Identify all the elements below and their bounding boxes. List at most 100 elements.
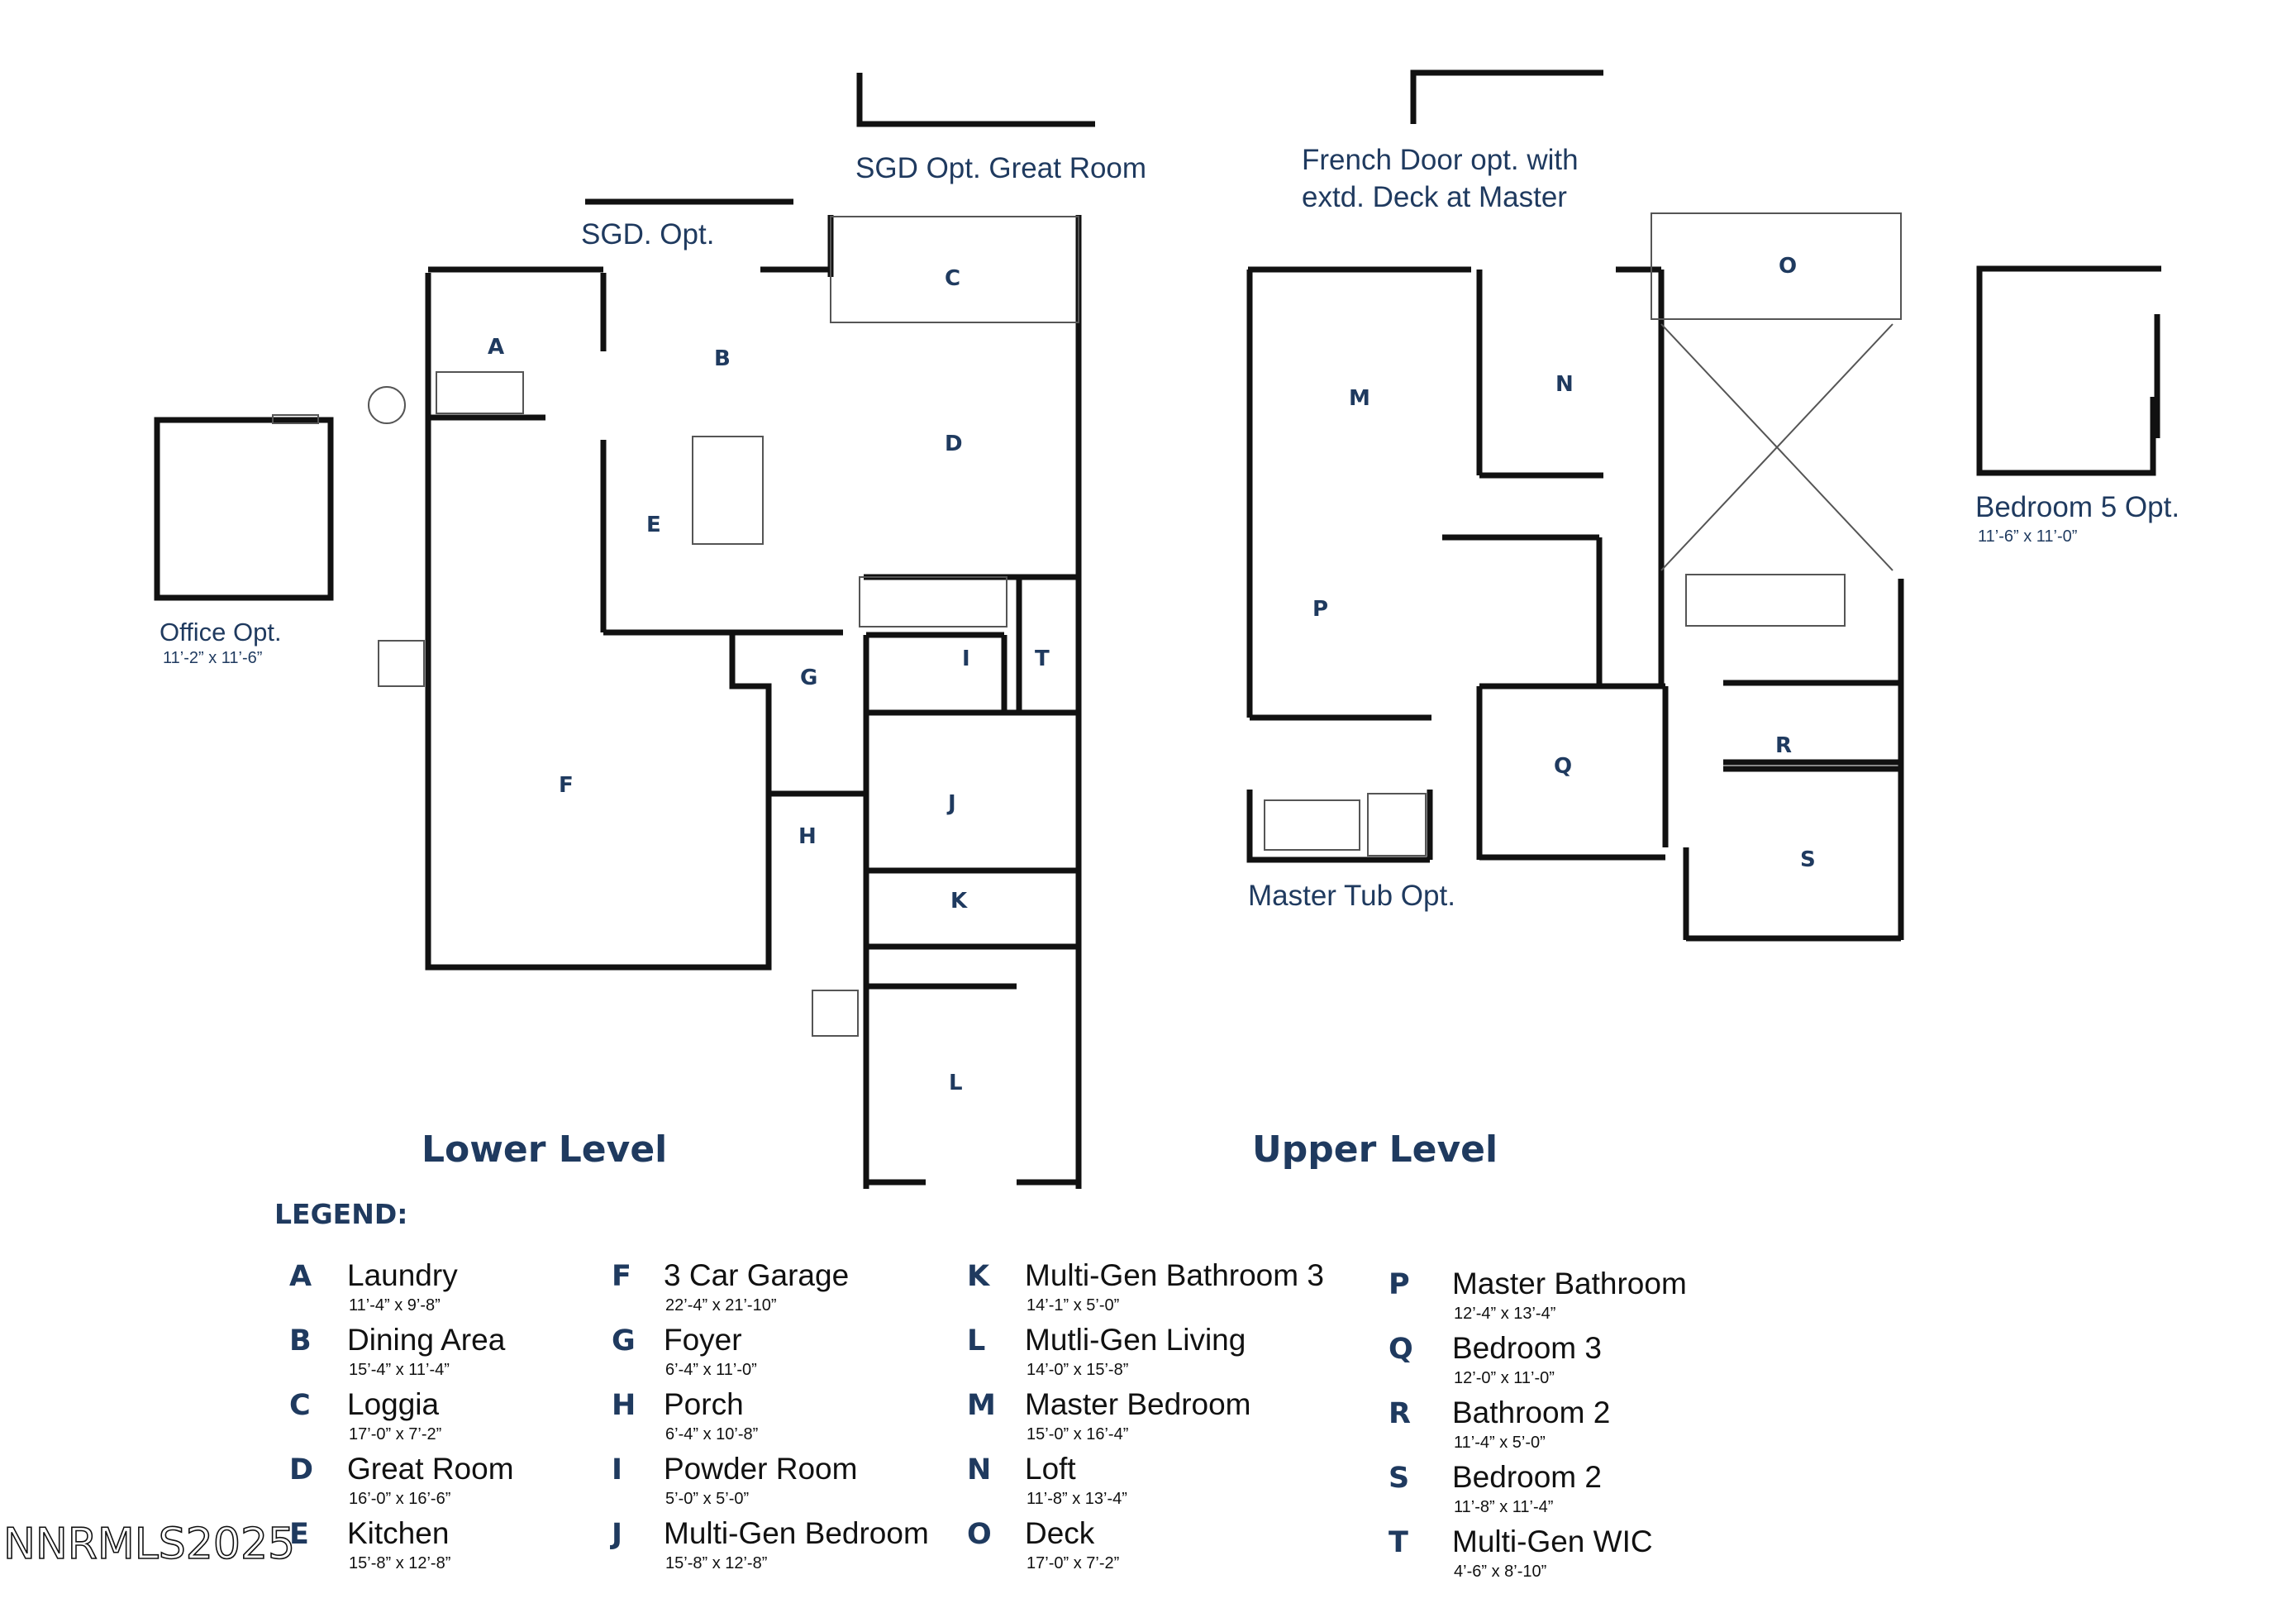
room-letter-l: L xyxy=(949,1071,963,1095)
room-letter-e: E xyxy=(646,513,661,537)
level-titles: Lower Level Upper Level xyxy=(422,1128,1498,1171)
legend-letter-k: K xyxy=(967,1260,991,1293)
room-letter-j: J xyxy=(946,791,956,816)
room-letter-r: R xyxy=(1775,733,1792,758)
legend-name-p: Master Bathroom xyxy=(1452,1267,1687,1300)
legend-letter-j: J xyxy=(610,1518,622,1551)
legend-dim-f: 22’-4” x 21’-10” xyxy=(665,1296,777,1315)
ac-unit-icon xyxy=(368,386,406,424)
legend-dim-n: 11’-8” x 13’-4” xyxy=(1027,1490,1127,1508)
upper-level-title: Upper Level xyxy=(1252,1128,1498,1171)
bedroom5-option-outline xyxy=(1976,265,2161,476)
legend-name-s: Bedroom 2 xyxy=(1452,1460,1602,1494)
legend-name-e: Kitchen xyxy=(347,1516,449,1550)
room-letter-d: D xyxy=(945,432,963,456)
french-door-label-line1: French Door opt. with xyxy=(1302,144,1579,176)
legend-name-k: Multi-Gen Bathroom 3 xyxy=(1025,1258,1324,1292)
legend-letter-t: T xyxy=(1389,1526,1408,1559)
room-letter-k: K xyxy=(950,889,968,914)
open-to-below-b xyxy=(1660,323,1893,571)
legend-dim-a: 11’-4” x 9’-8” xyxy=(349,1296,441,1315)
office-window xyxy=(272,414,319,424)
legend-letter-e: E xyxy=(289,1518,309,1551)
legend-name-h: Porch xyxy=(664,1387,744,1421)
room-letter-i: I xyxy=(962,647,970,671)
french-door-label-line2: extd. Deck at Master xyxy=(1302,181,1567,213)
legend-name-q: Bedroom 3 xyxy=(1452,1331,1602,1365)
legend-dim-s: 11’-8” x 11’-4” xyxy=(1454,1498,1553,1516)
legend-dim-d: 16’-0” x 16’-6” xyxy=(349,1490,450,1508)
legend-title: LEGEND: xyxy=(274,1198,407,1230)
master-shower xyxy=(1367,793,1427,856)
room-letter-g: G xyxy=(800,666,817,690)
legend-dim-m: 15’-0” x 16’-4” xyxy=(1027,1425,1128,1443)
legend-letter-p: P xyxy=(1389,1268,1410,1301)
legend-letter-d: D xyxy=(289,1453,313,1486)
room-letter-c: C xyxy=(945,266,960,291)
room-letter-t: T xyxy=(1035,647,1050,671)
master-tub-opt-label: Master Tub Opt. xyxy=(1248,880,1455,912)
legend-name-l: Mutli-Gen Living xyxy=(1025,1323,1246,1357)
legend-letter-f: F xyxy=(612,1260,631,1293)
legend-name-f: 3 Car Garage xyxy=(664,1258,849,1292)
multi-gen-step xyxy=(812,990,859,1037)
legend-letter-q: Q xyxy=(1389,1333,1413,1366)
legend-name-d: Great Room xyxy=(347,1452,514,1486)
legend-name-b: Dining Area xyxy=(347,1323,506,1357)
legend-dim-p: 12’-4” x 13’-4” xyxy=(1454,1305,1555,1323)
legend-name-a: Laundry xyxy=(347,1258,458,1292)
room-letter-q: Q xyxy=(1554,754,1572,779)
legend-dim-o: 17’-0” x 7’-2” xyxy=(1027,1554,1119,1572)
option-labels: SGD. Opt. SGD Opt. Great Room French Doo… xyxy=(160,144,2179,912)
legend-letter-i: I xyxy=(612,1453,622,1486)
room-letter-b: B xyxy=(714,346,731,371)
stairs-lower xyxy=(859,576,1007,627)
kitchen-island xyxy=(692,436,764,545)
room-letter-n: N xyxy=(1555,372,1574,397)
legend-name-i: Powder Room xyxy=(664,1452,857,1486)
loggia-outline xyxy=(830,216,1079,323)
legend-dim-j: 15’-8” x 12’-8” xyxy=(665,1554,767,1572)
office-opt-dimensions: 11’-2” x 11’-6” xyxy=(163,649,262,667)
sgd-great-room-label: SGD Opt. Great Room xyxy=(855,152,1146,184)
legend-letter-o: O xyxy=(967,1518,992,1551)
legend-dim-c: 17’-0” x 7’-2” xyxy=(349,1425,441,1443)
legend-dim-l: 14’-0” x 15’-8” xyxy=(1027,1361,1128,1379)
sgd-opt-label: SGD. Opt. xyxy=(581,218,714,251)
bedroom5-opt-label: Bedroom 5 Opt. xyxy=(1975,491,2179,523)
legend-name-r: Bathroom 2 xyxy=(1452,1396,1610,1429)
legend-letter-h: H xyxy=(612,1389,636,1422)
legend-dim-b: 15’-4” x 11’-4” xyxy=(349,1361,450,1379)
room-letters: A B C D E F G H I T J K L M N O P Q R S xyxy=(488,254,1816,1095)
legend-letter-n: N xyxy=(967,1453,991,1486)
legend-letter-a: A xyxy=(289,1260,312,1293)
master-tub xyxy=(1264,799,1360,851)
legend-name-g: Foyer xyxy=(664,1323,742,1357)
legend-dim-i: 5’-0” x 5’-0” xyxy=(665,1490,749,1508)
legend-name-t: Multi-Gen WIC xyxy=(1452,1524,1653,1558)
legend-name-c: Loggia xyxy=(347,1387,440,1421)
legend-letter-b: B xyxy=(289,1324,312,1357)
french-door-sketch xyxy=(1410,69,1603,124)
laundry-appliances xyxy=(436,371,524,414)
sgd-great-room-sketch xyxy=(856,73,1095,127)
room-letter-m: M xyxy=(1349,386,1370,411)
legend-letter-m: M xyxy=(967,1389,996,1422)
legend-name-n: Loft xyxy=(1025,1452,1076,1486)
legend-letter-l: L xyxy=(967,1324,985,1357)
legend-dim-q: 12’-0” x 11’-0” xyxy=(1454,1369,1555,1387)
legend-name-m: Master Bedroom xyxy=(1025,1387,1251,1421)
room-letter-s: S xyxy=(1800,847,1816,872)
front-step xyxy=(378,640,425,687)
lower-level-title: Lower Level xyxy=(422,1128,667,1171)
legend-name-o: Deck xyxy=(1025,1516,1095,1550)
room-letter-f: F xyxy=(559,773,574,798)
legend-dim-e: 15’-8” x 12’-8” xyxy=(349,1554,450,1572)
legend-dim-r: 11’-4” x 5’-0” xyxy=(1454,1434,1546,1452)
legend-dim-t: 4’-6” x 8’-10” xyxy=(1454,1563,1546,1581)
legend-letter-s: S xyxy=(1389,1462,1409,1495)
bedroom5-opt-dimensions: 11’-6” x 11’-0” xyxy=(1978,527,2077,546)
legend-dim-k: 14’-1” x 5’-0” xyxy=(1027,1296,1119,1315)
fixtures xyxy=(272,212,1902,1037)
